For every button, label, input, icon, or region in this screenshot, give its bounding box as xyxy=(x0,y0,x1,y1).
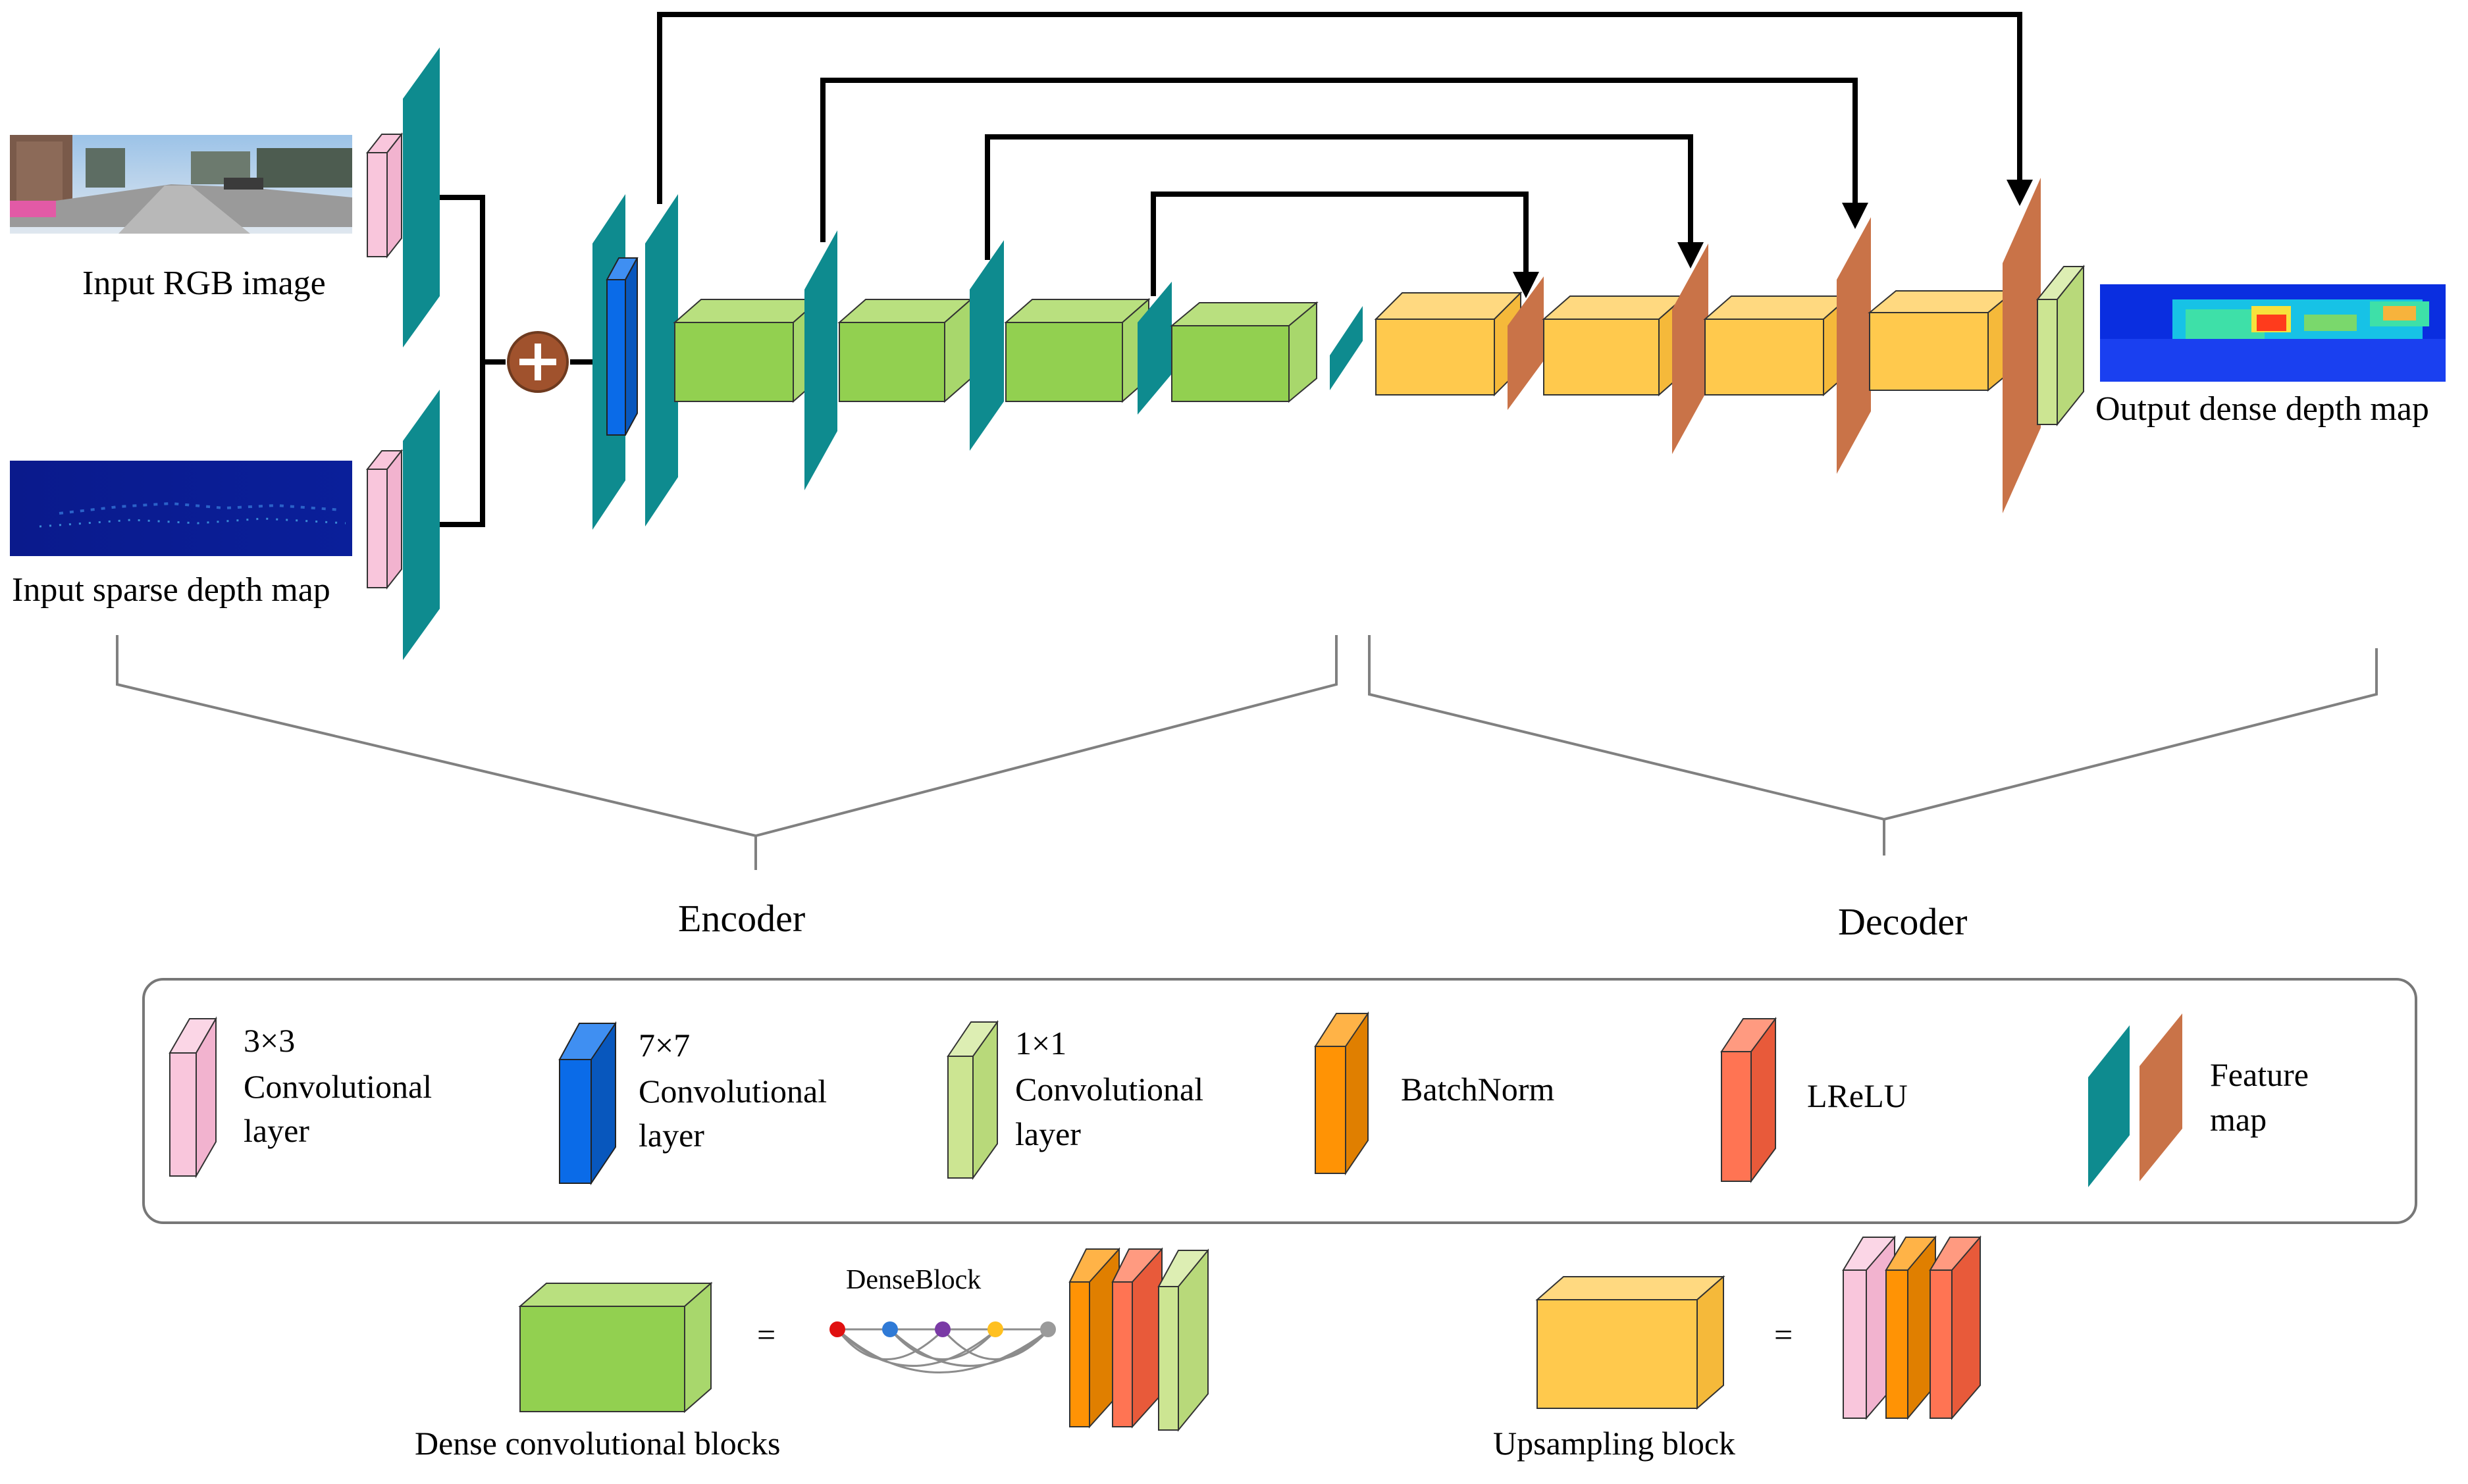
legend-feature-map-label: Feature map xyxy=(2210,1056,2317,1138)
dense-block xyxy=(673,297,822,403)
legend-batchnorm-swatch xyxy=(1314,1011,1369,1176)
encoder-label: Encoder xyxy=(678,897,805,940)
output-dense-depth-map xyxy=(2100,284,2446,382)
upsample-equals-sign: = xyxy=(1774,1316,1793,1353)
denseblock-label: DenseBlock xyxy=(846,1265,981,1295)
legend-batchnorm-label: BatchNorm xyxy=(1401,1071,1554,1108)
denseblock-graph-icon xyxy=(829,1321,1056,1373)
upsampling-block-caption: Upsampling block xyxy=(1493,1425,1735,1462)
feature-map xyxy=(1330,306,1363,390)
input-rgb-label: Input RGB image xyxy=(82,265,326,302)
upsampling-block xyxy=(1374,291,1523,397)
feature-map xyxy=(2003,178,2041,513)
upsample-stack-batchnorm xyxy=(1885,1235,1937,1420)
conv7x7-layer xyxy=(606,257,639,436)
legend-feature-map-teal-swatch xyxy=(2088,1025,2130,1187)
feature-map xyxy=(1138,282,1172,415)
feature-map xyxy=(1672,243,1708,454)
dense-stack-conv1x1 xyxy=(1157,1248,1209,1432)
conv1x1-layer xyxy=(2035,265,2086,426)
legend-conv7x7-label: 7×7 Convolutional layer xyxy=(639,1027,835,1154)
feature-map xyxy=(804,230,837,490)
legend-conv3x3-label: 3×3 Convolutional layer xyxy=(244,1022,440,1149)
dense-block xyxy=(1170,301,1319,403)
input-sparse-label: Input sparse depth map xyxy=(12,571,330,609)
dense-block xyxy=(1004,297,1151,403)
input-sparse-depth-map xyxy=(10,461,352,556)
conv3x3-layer xyxy=(365,449,404,590)
legend-feature-map-orange-swatch xyxy=(2140,1013,2182,1181)
legend-lrelu-label: LReLU xyxy=(1807,1077,1908,1114)
output-label: Output dense depth map xyxy=(2095,390,2429,428)
dense-stack-batchnorm xyxy=(1068,1247,1120,1429)
feature-map xyxy=(970,240,1004,451)
upsampling-block xyxy=(1703,294,1852,397)
skip-connection xyxy=(657,12,2033,298)
dense-block-example xyxy=(518,1281,713,1414)
plus-icon xyxy=(507,331,569,393)
dense-block xyxy=(837,297,973,403)
upsampling-block xyxy=(1868,289,2016,392)
legend-box xyxy=(142,978,2417,1224)
feature-map xyxy=(645,194,678,526)
feature-map xyxy=(1837,217,1871,474)
fusion-connector xyxy=(440,195,592,527)
encoder-brace xyxy=(116,635,1338,870)
feature-map xyxy=(1508,276,1544,410)
input-rgb-image xyxy=(10,135,352,234)
dense-stack-lrelu xyxy=(1111,1247,1163,1429)
upsample-stack-lrelu xyxy=(1929,1235,1982,1420)
feature-map xyxy=(403,390,440,660)
dense-block-caption: Dense convolutional blocks xyxy=(415,1425,780,1462)
decoder-brace xyxy=(1368,635,2378,856)
feature-map xyxy=(403,47,440,347)
legend-conv3x3-swatch xyxy=(169,1016,217,1179)
conv3x3-layer xyxy=(365,132,404,259)
upsampling-block-example xyxy=(1535,1275,1725,1410)
legend-conv7x7-swatch xyxy=(558,1021,617,1186)
decoder-label: Decoder xyxy=(1838,900,1967,943)
legend-conv1x1-label: 1×1 Convolutional layer xyxy=(1015,1025,1212,1152)
legend-conv1x1-swatch xyxy=(947,1019,999,1181)
upsampling-block xyxy=(1542,294,1687,397)
dense-equals-sign: = xyxy=(757,1316,775,1353)
legend-lrelu-swatch xyxy=(1720,1016,1777,1184)
